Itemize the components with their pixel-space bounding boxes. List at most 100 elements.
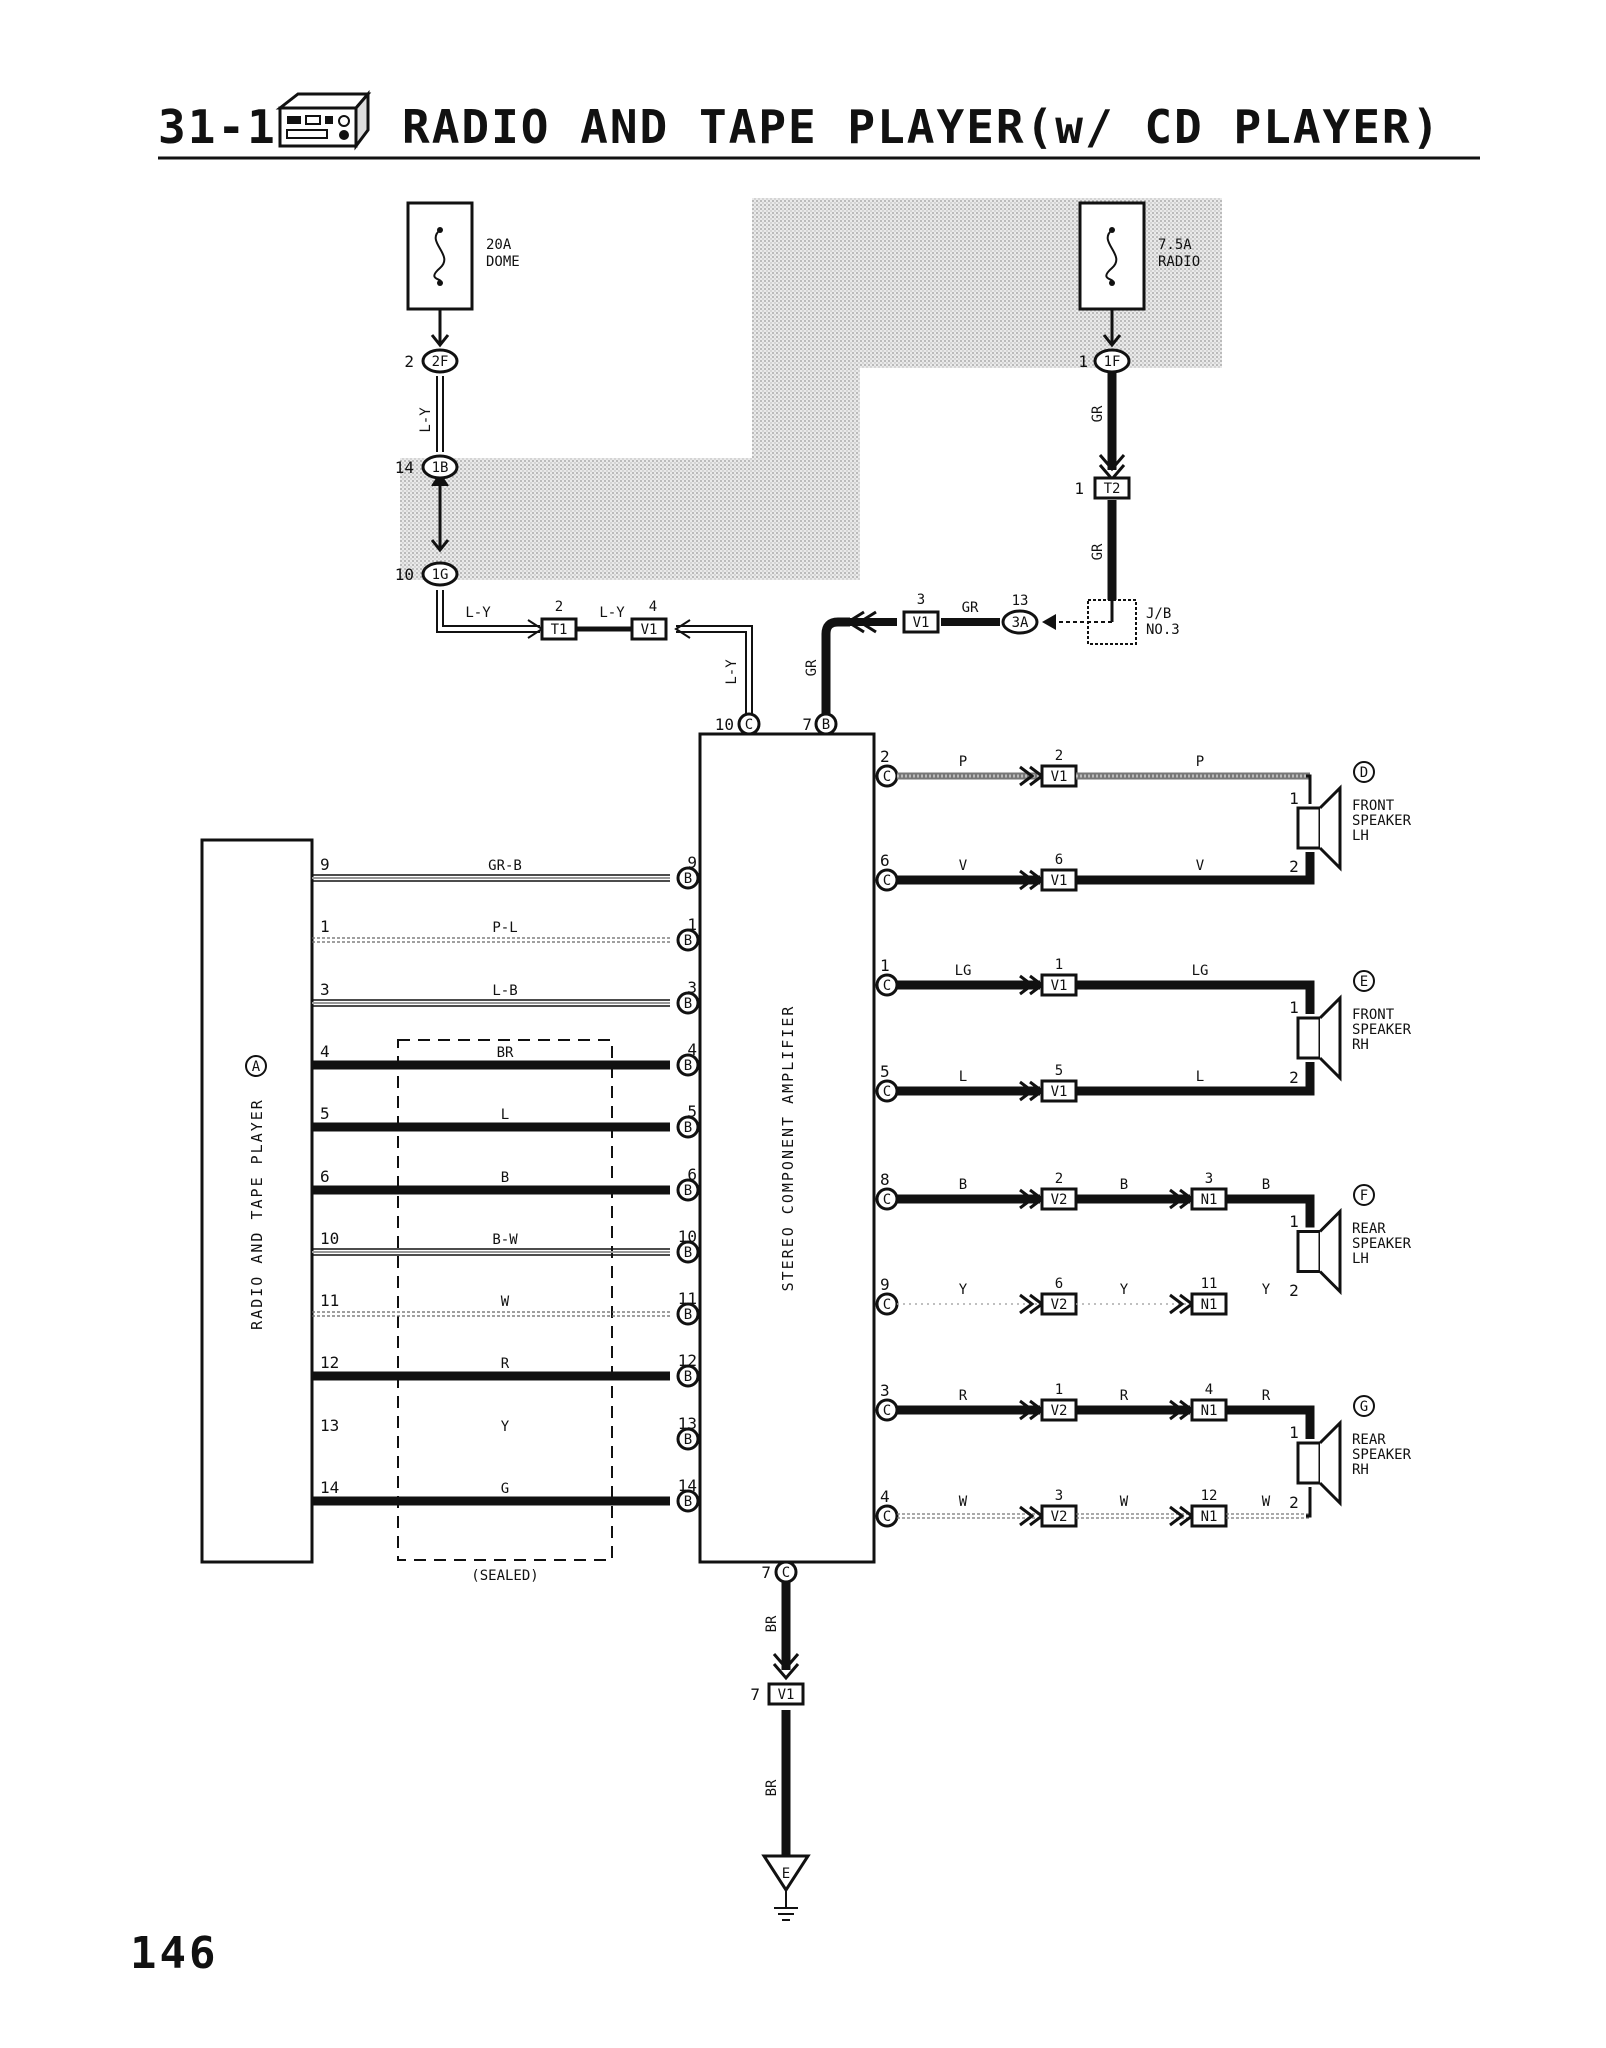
svg-text:10: 10 [395, 565, 414, 584]
speaker-code: E [1353, 970, 1375, 992]
speaker-pin-number: 1 [1289, 1423, 1299, 1442]
svg-text:G: G [1360, 1399, 1368, 1415]
svg-text:B: B [684, 1432, 692, 1448]
speaker-pin-number: 2 [1289, 1068, 1299, 1087]
wire-color-label: B [959, 1177, 967, 1193]
wire-color-label: L-Y [724, 659, 740, 685]
amp-connector-b: B [676, 1364, 700, 1388]
wire-color-label: Y [959, 1282, 968, 1298]
svg-text:B: B [822, 717, 830, 733]
svg-text:1: 1 [1074, 479, 1084, 498]
junction-block-label: NO.3 [1146, 622, 1180, 638]
wire-color-label: GR [1090, 543, 1106, 560]
svg-text:B: B [684, 1369, 692, 1385]
speaker-pin-number: 1 [1289, 998, 1299, 1017]
svg-text:D: D [1360, 765, 1368, 781]
radio-pin-number: 10 [320, 1229, 339, 1248]
amp-connector-top-b: B 7 [802, 712, 838, 736]
wire-color-label: L-B [492, 983, 517, 999]
amp-connector-b: B [676, 928, 700, 952]
svg-text:B: B [684, 1058, 692, 1074]
amp-pin-number: 12 [678, 1351, 697, 1370]
amp-pin-number: 4 [687, 1040, 697, 1059]
radio-pin-number: 3 [320, 980, 330, 999]
speaker-label: FRONT [1352, 798, 1395, 814]
junction-block-no3: J/B NO.3 [1146, 606, 1180, 638]
amp-pin-number: 6 [880, 851, 890, 870]
wire-color-label: V [1196, 858, 1205, 874]
speaker-pin-number: 1 [1289, 1212, 1299, 1231]
junction-pin-number: 2 [1055, 748, 1063, 764]
svg-text:7: 7 [802, 715, 812, 734]
amp-pin-number: 5 [880, 1062, 890, 1081]
radio-tape-player-code: A [245, 1055, 267, 1077]
connector-n1: N14 [1190, 1382, 1228, 1422]
page-number: 146 [130, 1928, 218, 1979]
junction-block-label: J/B [1146, 606, 1171, 622]
amp-pin-number: 10 [678, 1227, 697, 1246]
wire-color-label: LG [955, 963, 972, 979]
fuse-20a-dome [406, 201, 474, 311]
svg-text:V2: V2 [1051, 1509, 1068, 1525]
svg-text:7: 7 [761, 1563, 771, 1582]
speaker-label: SPEAKER [1352, 1236, 1412, 1252]
svg-text:N1: N1 [1201, 1192, 1218, 1208]
junction-pin-number: 4 [1205, 1382, 1213, 1398]
ground-code: E [782, 1866, 790, 1882]
connector-v1-pin7: V1 7 [750, 1682, 805, 1706]
amp-pin-number: 14 [678, 1476, 697, 1495]
ground-lead [761, 1572, 811, 1921]
speaker-label: RH [1352, 1462, 1369, 1478]
svg-text:7: 7 [750, 1685, 760, 1704]
sealed-label: (SEALED) [471, 1568, 538, 1584]
connector-v1: V11 [1040, 957, 1078, 997]
svg-text:B: B [684, 1494, 692, 1510]
speaker-label: SPEAKER [1352, 813, 1412, 829]
fuse-rating: 20A [486, 237, 512, 253]
radio-feed-wire [821, 309, 1137, 718]
speakers: DFRONTSPEAKERLHEFRONTSPEAKERRHFREARSPEAK… [1296, 761, 1412, 1518]
radio-pin-number: 14 [320, 1478, 339, 1497]
wire-color-label: BR [497, 1045, 514, 1061]
amp-pin-number: 2 [880, 747, 890, 766]
svg-text:1B: 1B [432, 460, 449, 476]
wire-color-label: GR [1090, 405, 1106, 422]
wire-color-label: L-Y [599, 605, 625, 621]
svg-text:4: 4 [649, 599, 657, 615]
wire-color-label: Y [1262, 1282, 1271, 1298]
svg-text:T1: T1 [551, 622, 568, 638]
junction-pin-number: 1 [1055, 1382, 1063, 1398]
wire-color-label: R [1262, 1388, 1271, 1404]
connector-1b: 1B 14 [395, 454, 459, 480]
radio-unit-icon [275, 89, 372, 151]
amp-connector-b: B [676, 866, 700, 890]
radio-tape-player-label: RADIO AND TAPE PLAYER [248, 1098, 266, 1330]
wire-color-label: B-W [492, 1232, 518, 1248]
amp-pin-number: 11 [678, 1289, 697, 1308]
wire-color-label: G [501, 1481, 509, 1497]
wire-color-label: B [1262, 1177, 1270, 1193]
amp-pin-number: 6 [687, 1165, 697, 1184]
wire-color-label: BR [764, 1779, 780, 1796]
wire-color-label: BR [764, 1615, 780, 1632]
connector-v2: V26 [1040, 1276, 1078, 1316]
connector-v2: V21 [1040, 1382, 1078, 1422]
wire-color-label: L-Y [418, 407, 434, 433]
svg-text:3: 3 [917, 592, 925, 608]
svg-text:14: 14 [395, 458, 414, 477]
